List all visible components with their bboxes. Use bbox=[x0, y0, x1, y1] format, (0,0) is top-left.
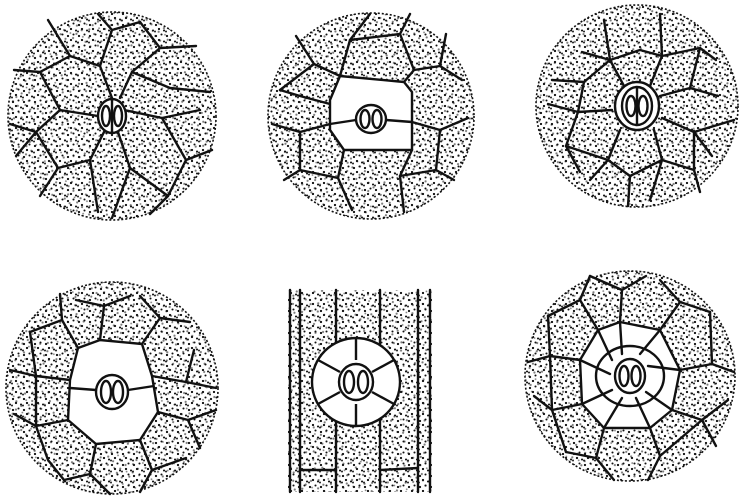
panel-c-stomata bbox=[615, 82, 659, 130]
panel-c bbox=[536, 5, 738, 207]
panel-e bbox=[288, 290, 432, 492]
panel-b bbox=[268, 13, 474, 219]
panel-f bbox=[525, 271, 735, 481]
panel-a bbox=[8, 12, 216, 220]
panel-d bbox=[6, 282, 218, 494]
panel-f-stomata bbox=[615, 359, 645, 393]
panel-a-stomata bbox=[98, 99, 126, 133]
panel-e-stomata bbox=[312, 338, 400, 426]
